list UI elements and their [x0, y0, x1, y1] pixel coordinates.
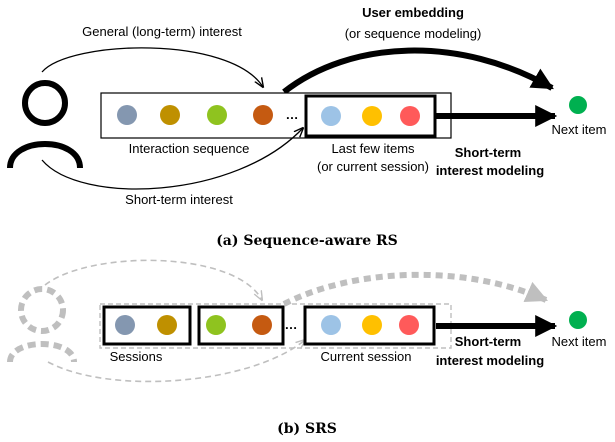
- panel-a: General (long-term) interest User embedd…: [7, 5, 607, 249]
- interaction-sequence-box: [100, 92, 452, 139]
- user-embedding-arrow: [282, 47, 554, 95]
- item-dot: [252, 315, 272, 335]
- item-dot: [253, 105, 273, 125]
- faded-user-embedding-arrow: [282, 271, 549, 307]
- current-session-label: Current session: [320, 349, 411, 364]
- general-interest-arrow: [41, 47, 263, 87]
- item-dot: [362, 106, 382, 126]
- interaction-sequence-label: Interaction sequence: [129, 141, 250, 156]
- sessions-label: Sessions: [110, 349, 163, 364]
- interest-modeling-label: interest modeling: [436, 163, 544, 178]
- item-dot: [321, 315, 341, 335]
- sequence-modeling-label: (or sequence modeling): [345, 26, 482, 41]
- next-item-dot: [569, 311, 587, 329]
- faded-user-icon: [7, 286, 77, 363]
- item-dot: [160, 105, 180, 125]
- item-dot: [400, 106, 420, 126]
- short-term-interest-arrow: [41, 128, 303, 190]
- short-term-label: Short-term: [455, 145, 521, 160]
- short-term-label: Short-term: [455, 334, 521, 349]
- item-dot: [207, 105, 227, 125]
- item-dot: [399, 315, 419, 335]
- faded-short-term-arrow: [47, 340, 305, 383]
- last-few-items-box: [304, 94, 437, 138]
- next-item-dot: [569, 96, 587, 114]
- item-dot: [321, 106, 341, 126]
- user-embedding-label: User embedding: [362, 5, 464, 20]
- item-dot: [157, 315, 177, 335]
- panel-b: … Sessions Current session Short-term in…: [7, 259, 607, 437]
- general-interest-label: General (long-term) interest: [82, 24, 242, 39]
- item-dot: [115, 315, 135, 335]
- next-item-label: Next item: [552, 334, 607, 349]
- item-dot: [206, 315, 226, 335]
- item-dot: [362, 315, 382, 335]
- user-icon: [7, 80, 83, 169]
- next-item-label: Next item: [552, 122, 607, 137]
- caption-a: (a) Sequence-aware RS: [216, 233, 398, 249]
- last-few-items-label: Last few items: [331, 141, 415, 156]
- ellipsis: …: [285, 317, 298, 332]
- item-dot: [117, 105, 137, 125]
- short-term-interest-label: Short-term interest: [125, 192, 233, 207]
- current-session-label: (or current session): [317, 159, 429, 174]
- faded-long-term-arrow: [44, 259, 262, 300]
- caption-b: (b) SRS: [277, 421, 337, 437]
- ellipsis: …: [286, 107, 299, 122]
- interest-modeling-label: interest modeling: [436, 353, 544, 368]
